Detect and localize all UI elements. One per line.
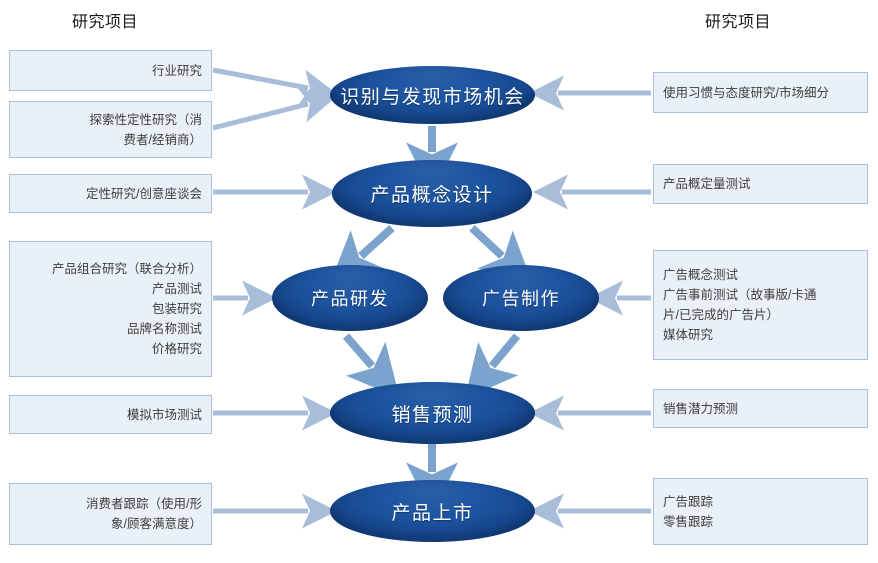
box-industry-line-1: 行业研究 xyxy=(151,63,202,78)
box-ad-tests-line-2: 广告事前测试（故事版/卡通 xyxy=(663,288,817,302)
box-ad-tests-line-4: 媒体研究 xyxy=(663,328,714,342)
box-qualitative-line-1: 定性研究/创意座谈会 xyxy=(86,186,202,201)
stage-ad[interactable]: 广告制作 xyxy=(443,265,599,331)
arrow-concept-to-ad xyxy=(469,225,533,285)
stage-concept[interactable]: 产品概念设计 xyxy=(332,160,532,227)
box-product-mix-line-5: 价格研究 xyxy=(151,342,202,356)
box-usage-attitude-line-1: 使用习惯与态度研究/市场细分 xyxy=(663,85,829,100)
box-sales-potential-line-1: 销售潜力预测 xyxy=(663,401,739,416)
arrow-concept-to-rnd xyxy=(329,225,395,285)
box-ad-tests-line-1: 广告概念测试 xyxy=(663,268,739,282)
box-sim-market[interactable]: 模拟市场测试 xyxy=(9,395,212,434)
stage-concept-label: 产品概念设计 xyxy=(370,185,494,206)
box-explore-line-1: 探索性定性研究（消 xyxy=(89,112,202,127)
box-product-mix[interactable]: 产品组合研究（联合分析） 产品测试 包装研究 品牌名称测试 价格研究 xyxy=(9,241,212,377)
box-tracking-line-2: 零售跟踪 xyxy=(663,514,714,529)
arrow-ad-to-forecast xyxy=(464,333,521,399)
box-sim-market-line-1: 模拟市场测试 xyxy=(126,407,202,422)
stage-identify[interactable]: 识别与发现市场机会 xyxy=(330,66,535,124)
box-product-mix-line-4: 品牌名称测试 xyxy=(126,322,202,336)
box-explore-line-2: 费者/经销商） xyxy=(123,132,202,147)
left-column-title: 研究项目 xyxy=(72,14,139,31)
box-product-mix-line-3: 包装研究 xyxy=(151,302,202,316)
box-concept-quant-line-1: 产品概定量测试 xyxy=(663,177,751,191)
stage-forecast-label: 销售预测 xyxy=(391,404,474,426)
box-industry[interactable]: 行业研究 xyxy=(9,50,212,91)
box-consumer-track[interactable]: 消费者跟踪（使用/形 象/顾客满意度） xyxy=(9,483,212,545)
right-column-title: 研究项目 xyxy=(705,14,772,31)
box-concept-quant[interactable]: 产品概定量测试 xyxy=(653,164,868,204)
box-tracking[interactable]: 广告跟踪 零售跟踪 xyxy=(653,478,868,545)
box-qualitative[interactable]: 定性研究/创意座谈会 xyxy=(9,174,212,213)
box-sales-potential[interactable]: 销售潜力预测 xyxy=(653,389,868,428)
box-consumer-track-line-2: 象/顾客满意度） xyxy=(111,517,202,531)
box-usage-attitude[interactable]: 使用习惯与态度研究/市场细分 xyxy=(653,72,868,113)
arrow-rnd-to-forecast xyxy=(342,333,400,399)
stage-forecast[interactable]: 销售预测 xyxy=(330,382,535,444)
box-consumer-track-line-1: 消费者跟踪（使用/形 xyxy=(86,497,202,511)
stage-rnd-label: 产品研发 xyxy=(311,289,389,309)
stage-rnd[interactable]: 产品研发 xyxy=(272,265,428,331)
box-product-mix-line-2: 产品测试 xyxy=(151,282,202,296)
stage-ad-label: 广告制作 xyxy=(482,289,560,309)
box-tracking-line-1: 广告跟踪 xyxy=(663,494,714,509)
box-product-mix-line-1: 产品组合研究（联合分析） xyxy=(51,262,202,276)
arrow-explore-to-identify xyxy=(212,88,337,131)
arrow-industry-to-identify xyxy=(212,67,337,105)
stage-launch-label: 产品上市 xyxy=(391,502,474,524)
stage-launch[interactable]: 产品上市 xyxy=(330,480,535,542)
box-ad-tests[interactable]: 广告概念测试 广告事前测试（故事版/卡通 片/已完成的广告片） 媒体研究 xyxy=(653,250,868,360)
stage-identify-label: 识别与发现市场机会 xyxy=(340,86,525,108)
box-explore[interactable]: 探索性定性研究（消 费者/经销商） xyxy=(9,101,212,158)
box-ad-tests-line-3: 片/已完成的广告片） xyxy=(663,308,779,322)
